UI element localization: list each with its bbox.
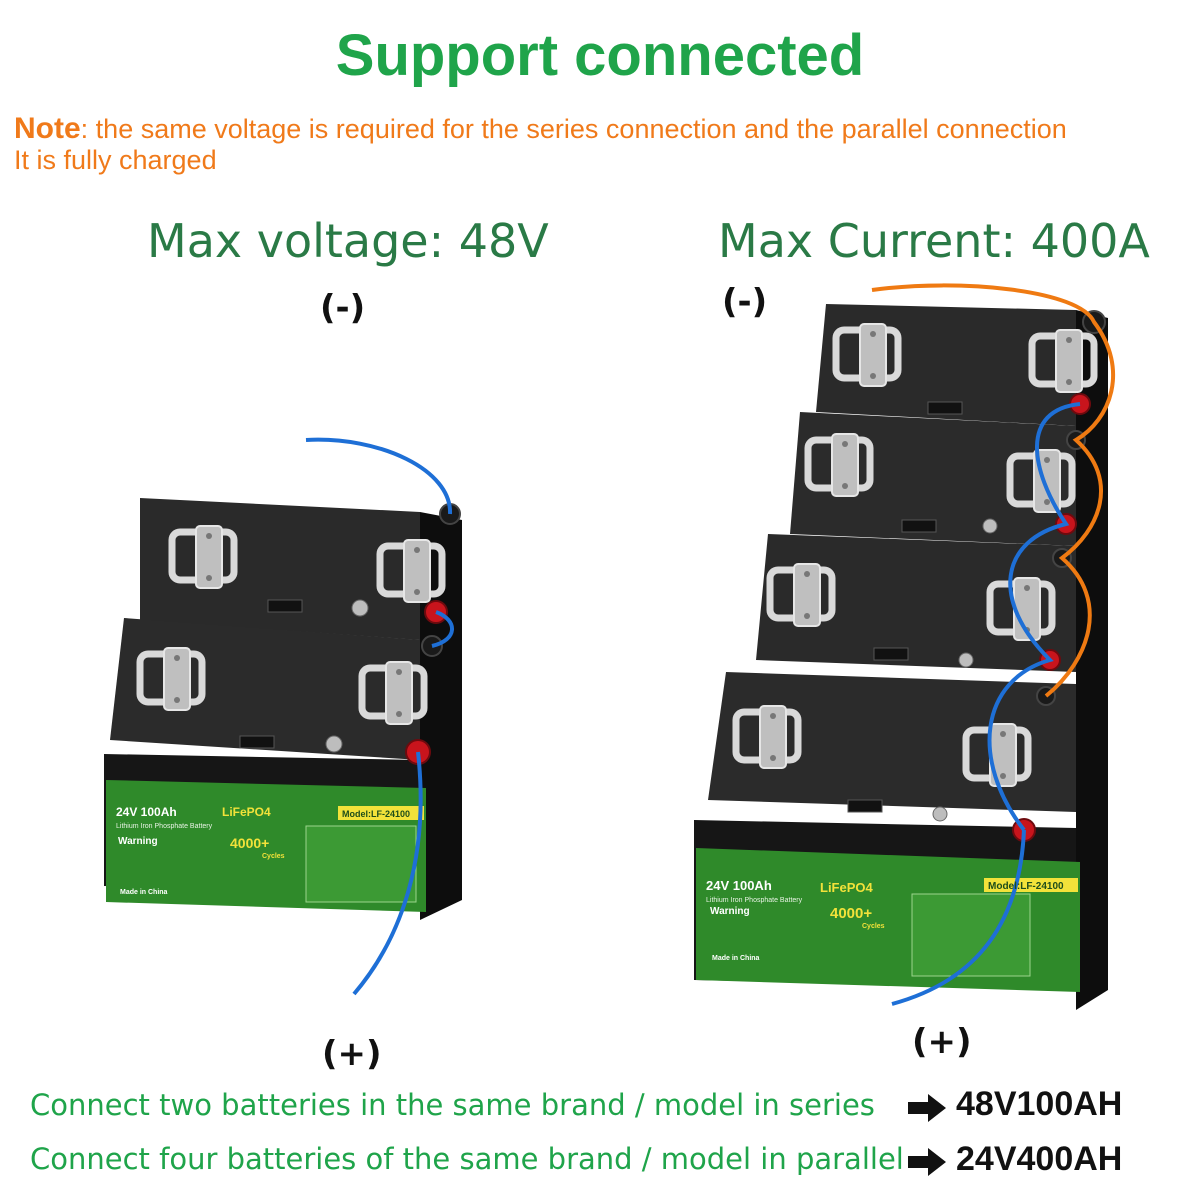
parallel-label-cycles-value: 4000+ — [830, 905, 872, 922]
parallel-battery-1 — [816, 304, 1094, 426]
parallel-negative-wire — [871, 283, 1116, 698]
series-label-cycles-word: Cycles — [262, 853, 285, 860]
parallel-label-subtitle: Lithium Iron Phosphate Battery — [706, 897, 803, 904]
parallel-label-made-in: Made in China — [712, 955, 760, 962]
series-label-made-in: Made in China — [120, 889, 168, 896]
parallel-result: 24V400AH — [956, 1140, 1123, 1178]
series-battery-stack — [104, 437, 462, 996]
series-negative-label: (-) — [320, 288, 366, 328]
parallel-label-capacity: 24V 100Ah — [706, 878, 772, 893]
parallel-label-cycles-word: Cycles — [862, 923, 885, 930]
note-line: Note: the same voltage is required for t… — [14, 112, 1067, 146]
series-label-subtitle: Lithium Iron Phosphate Battery — [116, 823, 213, 830]
series-positive-label: (+) — [322, 1034, 382, 1074]
parallel-positive-wire — [891, 829, 1026, 1006]
max-voltage-heading: Max voltage: 48V — [147, 214, 549, 268]
series-battery-label — [106, 780, 426, 912]
series-label-warning: Warning — [118, 836, 158, 847]
series-result: 48V100AH — [956, 1085, 1123, 1123]
parallel-battery-stack — [694, 283, 1116, 1010]
note-text: : the same voltage is required for the s… — [80, 114, 1067, 144]
note-keyword: Note — [14, 112, 81, 145]
parallel-description: Connect four batteries of the same brand… — [30, 1142, 904, 1176]
parallel-label-model: Model:LF-24100 — [988, 881, 1064, 892]
arrow-right-icon — [908, 1094, 946, 1122]
series-label-model: Model:LF-24100 — [342, 809, 410, 819]
series-label-chemistry: LiFePO4 — [222, 805, 271, 819]
parallel-label-chemistry: LiFePO4 — [820, 880, 874, 895]
arrow-right-icon — [908, 1148, 946, 1176]
series-label-capacity: 24V 100Ah — [116, 805, 177, 819]
parallel-positive-label: (+) — [912, 1022, 972, 1062]
parallel-battery-label — [696, 848, 1080, 992]
series-negative-wire — [305, 437, 453, 515]
page-title: Support connected — [335, 23, 865, 88]
parallel-negative-label: (-) — [722, 282, 768, 322]
parallel-battery-2 — [790, 412, 1076, 546]
series-label-cycles-value: 4000+ — [230, 835, 269, 851]
parallel-positive-bridge — [987, 402, 1081, 832]
parallel-battery-3 — [756, 534, 1076, 672]
series-description: Connect two batteries in the same brand … — [30, 1088, 875, 1122]
series-positive-wire — [352, 751, 423, 996]
series-bridge-wire — [431, 610, 454, 648]
parallel-label-warning: Warning — [710, 906, 750, 917]
max-current-heading: Max Current: 400A — [718, 214, 1150, 268]
note-line-2: It is fully charged — [14, 145, 217, 175]
